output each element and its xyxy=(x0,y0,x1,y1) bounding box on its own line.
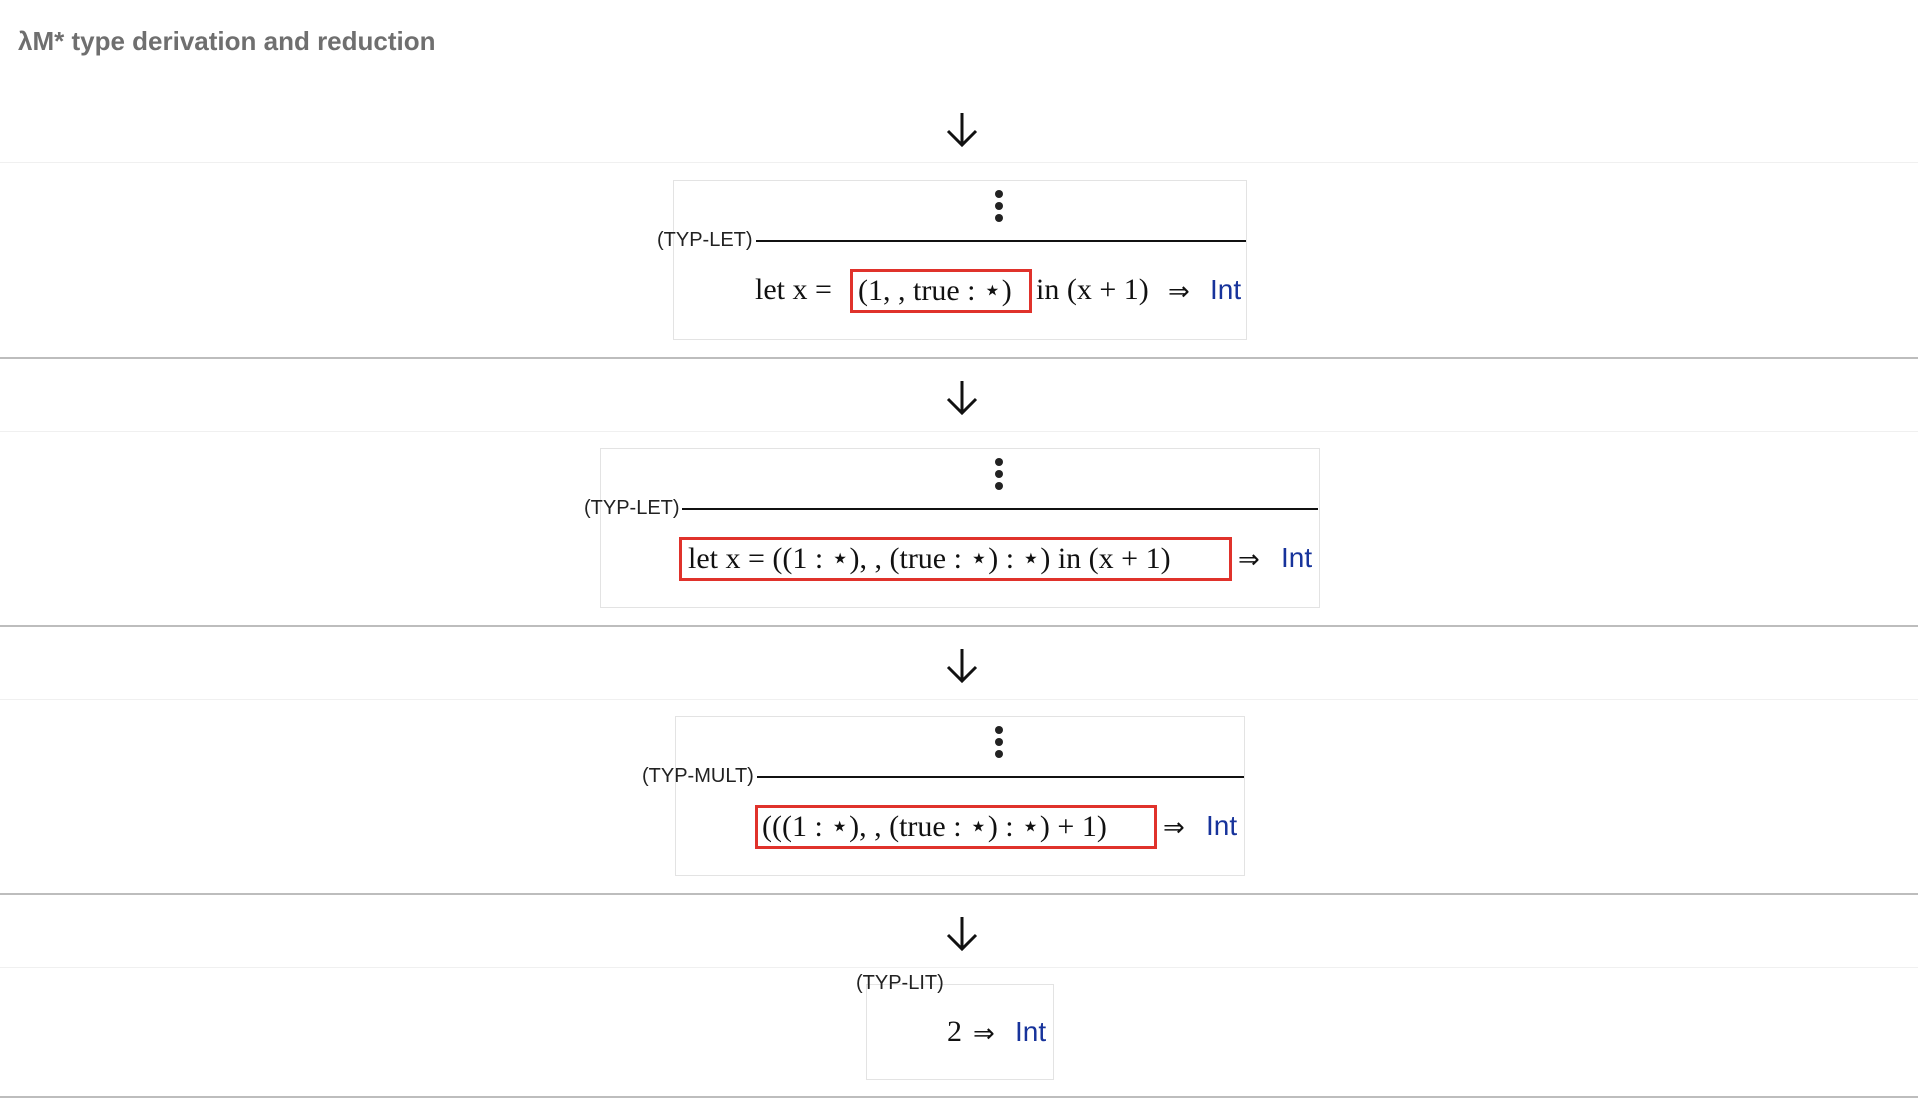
rule-label: (TYP-LET) xyxy=(584,497,680,519)
divider xyxy=(0,967,1918,968)
value-term: 2 xyxy=(947,1015,962,1048)
inference-line xyxy=(757,776,1244,778)
type-result: Int xyxy=(1210,274,1242,305)
vertical-ellipsis-icon xyxy=(995,190,1005,226)
derivation-box xyxy=(673,180,1247,340)
type-result: Int xyxy=(1015,1016,1047,1047)
term-prefix: let x = xyxy=(755,273,832,306)
inference-line xyxy=(756,240,1246,242)
divider xyxy=(0,699,1918,700)
step-divider xyxy=(0,625,1918,627)
divider xyxy=(0,162,1918,163)
reduction-arrow-icon xyxy=(946,381,978,416)
term-suffix: in (x + 1) xyxy=(1036,273,1149,306)
implies-symbol: ⇒ xyxy=(973,1019,995,1049)
redex-term: (((1 : ⋆), , (true : ⋆) : ⋆) + 1) xyxy=(762,810,1107,843)
type-result: Int xyxy=(1206,810,1238,841)
derivation-box xyxy=(600,448,1320,608)
step-divider xyxy=(0,1096,1918,1098)
redex-highlight xyxy=(679,537,1232,581)
reduction-arrow-icon xyxy=(946,649,978,684)
step-divider xyxy=(0,893,1918,895)
divider xyxy=(0,431,1918,432)
step-divider xyxy=(0,357,1918,359)
rule-label: (TYP-LET) xyxy=(657,229,753,251)
implies-symbol: ⇒ xyxy=(1168,277,1190,307)
rule-label: (TYP-MULT) xyxy=(642,765,754,787)
vertical-ellipsis-icon xyxy=(995,458,1005,494)
redex-highlight xyxy=(755,805,1157,849)
reduction-arrow-icon xyxy=(946,917,978,952)
redex-term: let x = ((1 : ⋆), , (true : ⋆) : ⋆) in (… xyxy=(688,542,1171,575)
implies-symbol: ⇒ xyxy=(1238,545,1260,575)
inference-line xyxy=(682,508,1318,510)
derivation-term: let x = xyxy=(755,273,832,307)
implies-symbol: ⇒ xyxy=(1163,813,1185,843)
rule-label: (TYP-LIT) xyxy=(856,972,944,994)
reduction-arrow-icon xyxy=(946,113,978,148)
redex-highlight xyxy=(850,269,1032,313)
vertical-ellipsis-icon xyxy=(995,726,1005,762)
derivation-box xyxy=(675,716,1245,876)
derivation-box xyxy=(866,984,1054,1080)
type-result: Int xyxy=(1281,542,1313,573)
redex-term: (1, , true : ⋆) xyxy=(858,274,1012,307)
page-title: λM* type derivation and reduction xyxy=(18,26,436,56)
